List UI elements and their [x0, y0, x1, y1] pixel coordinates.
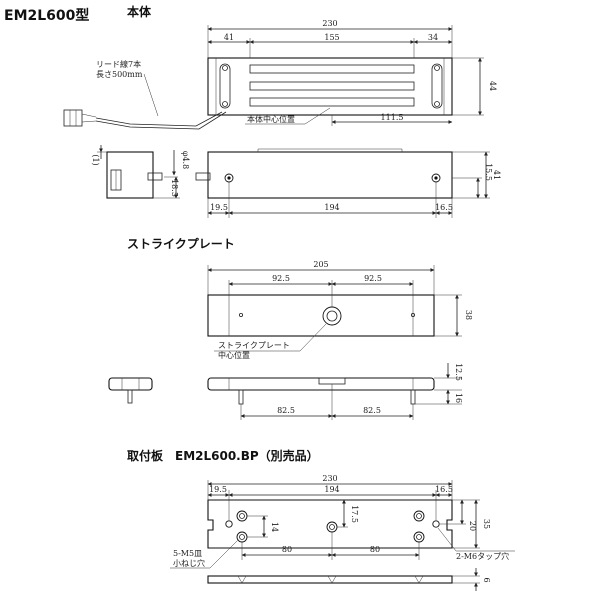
coil-slot-3 — [249, 97, 415, 107]
dim-plate-tap-height: 20 — [468, 521, 477, 531]
dim-strike-width: 38 — [464, 310, 473, 320]
dim-plate-hole-right: 80 — [370, 545, 380, 554]
body-side-end — [106, 151, 154, 199]
m5-hole-3 — [326, 521, 338, 533]
dim-side-gap: (1) — [91, 154, 100, 165]
m5-hole-4 — [413, 510, 425, 522]
dim-plate-width: 35 — [482, 519, 491, 529]
dim-strike-pin: 16 — [454, 393, 463, 403]
strike-center-note-2: 中心位置 — [218, 350, 250, 360]
dim-plate-thickness: 6 — [482, 577, 491, 582]
m6-tap-hole-1 — [225, 520, 233, 528]
m5-hole-2 — [236, 531, 248, 543]
m6-tap-hole-2 — [432, 520, 440, 528]
dim-body-left-offset: 41 — [224, 33, 234, 42]
dim-strike-right-half: 92.5 — [364, 274, 382, 283]
dim-plate-center-hole: 17.5 — [350, 505, 359, 523]
body-outline — [207, 57, 453, 116]
dim-plate-hole-left: 80 — [282, 545, 292, 554]
dim-pin-height: 18.5 — [170, 179, 179, 197]
body-section-title: 本体 — [127, 4, 152, 19]
strike-plate-outline — [207, 294, 435, 337]
body-front-outline — [207, 151, 453, 199]
dim-hole-height: 15.5 — [484, 163, 493, 181]
m5-hole-5 — [413, 531, 425, 543]
dim-front-right: 16.5 — [435, 203, 453, 212]
mount-slot-right — [431, 63, 443, 109]
coil-slot-2 — [249, 81, 415, 91]
dim-plate-left: 19.5 — [209, 485, 227, 494]
dim-front-left: 19.5 — [210, 203, 228, 212]
body-top-view: 230 41 155 34 44 111.5 リード線7本 長さ500mm 本体… — [63, 19, 497, 130]
body-front-view: (1) φ4.8 18.5 15.5 41 19.5 194 — [91, 145, 501, 218]
strike-side-block — [108, 377, 153, 391]
dim-body-right-offset: 34 — [428, 33, 438, 42]
dim-body-width: 44 — [488, 81, 497, 91]
dim-plate-pitch: 194 — [324, 485, 339, 494]
lead-wire-cable — [95, 111, 223, 127]
m5-hole-1 — [236, 510, 248, 522]
m5-note-2: 小ねじ穴 — [173, 558, 205, 568]
mount-slot-left — [219, 63, 231, 109]
dim-plate-length: 230 — [322, 474, 337, 483]
dim-plate-right: 16.5 — [435, 485, 453, 494]
coil-slot-1 — [249, 64, 415, 74]
lead-wire-note-1: リード線7本 — [96, 59, 141, 69]
model-title: EM2L600型 — [4, 7, 89, 24]
dim-body-length: 230 — [322, 19, 337, 28]
dim-plate-hole-gap: 14 — [270, 522, 279, 532]
dim-strike-pin-left: 82.5 — [277, 406, 295, 415]
lead-wire-note-2: 長さ500mm — [96, 70, 143, 79]
mounting-plate-side — [207, 575, 453, 584]
dim-body-center-offset: 111.5 — [381, 113, 404, 122]
m6-note: 2-M6タップ穴 — [456, 551, 509, 561]
body-center-note: 本体中心位置 — [247, 114, 295, 124]
dim-strike-left-half: 92.5 — [272, 274, 290, 283]
dim-strike-pin-right: 82.5 — [363, 406, 381, 415]
dim-body-mid: 155 — [324, 33, 339, 42]
strike-plate-top-view: 205 92.5 92.5 38 ストライクプレート 中心位置 — [207, 260, 473, 360]
dim-front-pitch: 194 — [324, 203, 339, 212]
dim-pin-diameter: φ4.8 — [181, 151, 190, 169]
mounting-plate-view: 230 19.5 194 16.5 14 17.5 20 35 80 80 5-… — [170, 474, 515, 591]
mount-section-title: 取付板 EM2L600.BP（別売品） — [127, 448, 319, 463]
dim-strike-thickness: 12.5 — [454, 363, 463, 381]
strike-section-title: ストライクプレート — [127, 236, 235, 251]
strike-plate-front-view: 12.5 16 82.5 82.5 — [108, 363, 463, 420]
strike-center-note-1: ストライクプレート — [218, 341, 290, 350]
dim-front-height: 41 — [492, 170, 501, 180]
strike-center-hole-outer — [322, 306, 342, 326]
dim-strike-length: 205 — [313, 260, 328, 269]
m5-note-1: 5-M5皿 — [173, 549, 202, 558]
lead-wire-connector — [63, 109, 83, 127]
